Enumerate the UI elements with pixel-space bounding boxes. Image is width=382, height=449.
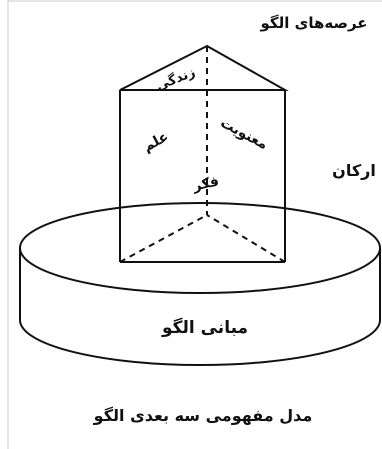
prism-hidden-bottom-right-edge [206, 214, 286, 263]
pillars-label: ارکان [332, 161, 376, 180]
base-cylinder-front-edge [19, 248, 381, 366]
base-cylinder [19, 202, 381, 366]
face-spirituality-label: معنویت [218, 115, 271, 153]
arenas-heading: عرصه‌های الگو [259, 14, 367, 32]
face-thought-label: فکر [191, 173, 221, 194]
prism-hidden-bottom-left-edge [119, 214, 208, 263]
face-science-label: علم [141, 129, 172, 155]
figure-caption: مدل مفهومی سه بعدی الگو [93, 406, 313, 425]
triangular-prism [119, 44, 289, 263]
base-cylinder-top-ellipse [19, 202, 381, 294]
base-label: مبانی الگو [161, 317, 248, 338]
prism-top-face [119, 44, 289, 91]
